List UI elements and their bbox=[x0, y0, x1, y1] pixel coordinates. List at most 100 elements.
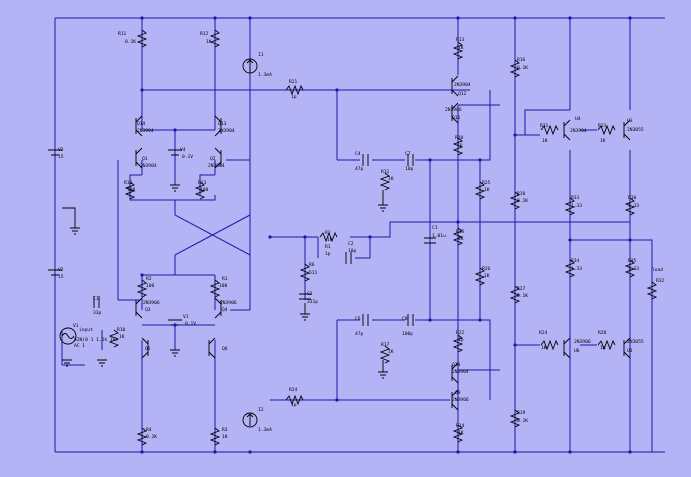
label-load: load bbox=[652, 267, 663, 273]
label-r24b-v: 1p bbox=[291, 402, 297, 408]
current-source-i2 bbox=[242, 412, 258, 428]
resistor-r24b bbox=[285, 394, 304, 406]
label-r9: R1 bbox=[325, 244, 331, 250]
label-q11: 2N3906 bbox=[445, 107, 462, 113]
capacitor-c2 bbox=[345, 252, 352, 264]
label-r32: R32 bbox=[656, 278, 665, 284]
label-u4: U4 bbox=[575, 116, 581, 122]
label-c7-v: 10p bbox=[405, 166, 414, 172]
label-q6: Q6 bbox=[222, 346, 228, 352]
sources bbox=[48, 58, 258, 428]
label-r35-v: 1.33 bbox=[628, 266, 639, 272]
label-r26: R26 bbox=[482, 266, 491, 272]
label-v1: V1 bbox=[73, 323, 79, 329]
label-c2: C2 bbox=[348, 241, 354, 247]
label-r34-v: 1.33 bbox=[571, 266, 582, 272]
label-c3: C3 bbox=[307, 291, 313, 297]
resistor-r17 bbox=[379, 345, 391, 364]
label-r16-v: 0.1K bbox=[517, 65, 528, 71]
label-q9-v: 2N3906 bbox=[452, 397, 469, 403]
label-v1b-v: 0.1V bbox=[185, 321, 196, 327]
transistor-q11 bbox=[451, 102, 459, 124]
label-r12: R12 bbox=[124, 180, 133, 186]
label-c8: C8 bbox=[402, 316, 408, 322]
label-c7: C7 bbox=[405, 151, 411, 157]
transistor-q4 bbox=[214, 297, 222, 319]
label-c1b-v: 33p bbox=[93, 310, 102, 316]
label-c4-v: 47p bbox=[355, 166, 364, 172]
label-r33-v: 1.33 bbox=[571, 203, 582, 209]
resistor-r3 bbox=[209, 427, 221, 446]
resistor-r25 bbox=[474, 181, 486, 200]
label-q4-v: 2N3906 bbox=[220, 300, 237, 306]
label-q11-n: Q11 bbox=[452, 115, 461, 121]
label-r13-v: 1K bbox=[458, 45, 464, 51]
label-r24b: R24 bbox=[289, 387, 298, 393]
label-v1-ac2: AC 1 bbox=[74, 343, 85, 349]
label-i1: I1 bbox=[258, 52, 264, 58]
label-q30: 2N3904 bbox=[570, 128, 587, 134]
label-q5: Q5 bbox=[145, 346, 151, 352]
label-r2-v: 100 bbox=[146, 283, 155, 289]
transistor-q6 bbox=[208, 337, 216, 359]
label-r23-v: 1K bbox=[600, 138, 606, 144]
component-labels: R110.1KR121KI11.3mAR131KR160.1KR211p2N39… bbox=[58, 31, 665, 440]
resistor-r24 bbox=[540, 339, 559, 351]
label-c1: C1 bbox=[432, 225, 438, 231]
label-r2: R2 bbox=[146, 276, 152, 282]
label-r18-v: 0.1K bbox=[517, 198, 528, 204]
label-r31: R31 bbox=[540, 123, 549, 129]
capacitor-c7 bbox=[407, 154, 414, 166]
label-i2-v: 1.3mA bbox=[258, 427, 272, 433]
label-r30-v: 1.33 bbox=[628, 203, 639, 209]
resistor-r31 bbox=[540, 124, 559, 136]
transistor-u6 bbox=[563, 337, 571, 359]
label-r21: R21 bbox=[289, 79, 298, 85]
resistor-r15 bbox=[452, 227, 464, 246]
label-r22-v: 1p bbox=[458, 337, 464, 343]
resistor-r6 bbox=[299, 263, 311, 282]
label-c1-v: 1.01u bbox=[432, 233, 446, 239]
label-r11-top-v: 0.1K bbox=[125, 39, 136, 45]
label-u3: U3 bbox=[627, 118, 633, 124]
transistor-q10 bbox=[451, 362, 459, 384]
label-v2-v: 15 bbox=[58, 274, 64, 280]
label-r6: R6 bbox=[309, 262, 315, 268]
label-r13b-v: 100 bbox=[200, 187, 209, 193]
capacitors bbox=[93, 154, 436, 326]
resistor-r4 bbox=[136, 427, 148, 446]
label-c2-v: 10p bbox=[348, 248, 357, 254]
resistor-r35 bbox=[624, 259, 636, 278]
label-c6-v: 47p bbox=[355, 331, 364, 337]
resistor-r32 bbox=[646, 281, 658, 300]
label-r18: R18 bbox=[517, 191, 526, 197]
resistor-r12b bbox=[124, 181, 136, 200]
label-r28-v: 1K bbox=[600, 345, 606, 351]
label-r20: R20 bbox=[455, 135, 464, 141]
label-r10: R10 bbox=[117, 327, 126, 333]
transistor-q9 bbox=[451, 389, 459, 411]
label-r3: R3 bbox=[222, 427, 228, 433]
label-r15: R15 bbox=[456, 229, 465, 235]
label-q3-v: 2N3906 bbox=[143, 300, 160, 306]
label-q13: Q13 bbox=[218, 121, 227, 127]
label-r22: R22 bbox=[456, 330, 465, 336]
label-r16: R16 bbox=[517, 57, 526, 63]
resistors bbox=[108, 29, 658, 446]
resistor-r33 bbox=[564, 197, 576, 216]
label-v1b: V1 bbox=[183, 314, 189, 320]
label-r31-v: 1K bbox=[542, 138, 548, 144]
label-r30: R30 bbox=[628, 195, 637, 201]
resistor-r11b bbox=[379, 172, 391, 191]
label-q2: Q2 bbox=[210, 156, 216, 162]
label-v1-name: input bbox=[79, 327, 93, 333]
label-u5: 2N3906 bbox=[574, 339, 591, 345]
resistor-r20 bbox=[452, 137, 464, 156]
label-v1-ac: SIN(0 1 1.5k 1k) bbox=[74, 337, 118, 343]
label-r15-v: 1K bbox=[458, 236, 464, 242]
capacitor-c8 bbox=[407, 314, 414, 326]
label-r28: R28 bbox=[598, 330, 607, 336]
capacitor-c1b bbox=[93, 296, 100, 308]
resistor-r34 bbox=[564, 259, 576, 278]
resistor-r26 bbox=[474, 267, 486, 286]
